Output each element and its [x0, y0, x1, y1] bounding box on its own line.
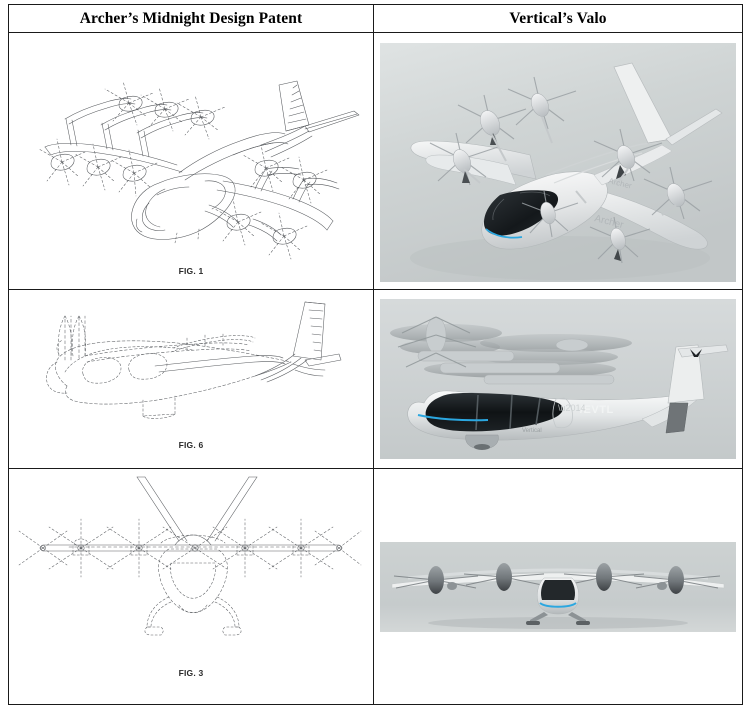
cell-archer-fig1: FIG. 1: [8, 32, 374, 290]
photo-container-perspective: Archer Archer: [374, 33, 742, 289]
table-row: FIG. 3: [8, 468, 743, 705]
cell-archer-fig6: FIG. 6: [8, 289, 374, 469]
column-header-archer: Archer’s Midnight Design Patent: [8, 4, 374, 33]
figure-label-fig1: FIG. 1: [178, 266, 204, 276]
table-row: FIG. 1: [8, 32, 743, 290]
livery-vertical-text: Vertical: [522, 428, 542, 434]
photo-container-front: [374, 469, 742, 704]
cell-vertical-photo3: [373, 468, 743, 705]
photo-valo-side: /EVTL \u2014 Vertical: [380, 299, 736, 459]
photo-valo-perspective: Archer Archer: [380, 42, 736, 282]
figure-label-fig6: FIG. 6: [178, 440, 204, 450]
photo-container-side: /EVTL \u2014 Vertical: [374, 290, 742, 468]
patent-perspective-svg: [38, 80, 360, 260]
cell-vertical-photo2: /EVTL \u2014 Vertical: [373, 289, 743, 469]
patent-drawing-fig1: FIG. 1: [9, 33, 373, 289]
cell-vertical-photo1: Archer Archer: [373, 32, 743, 290]
patent-front-svg: [18, 476, 362, 636]
valo-side-render: /EVTL \u2014 Vertical: [380, 299, 736, 459]
cell-archer-fig3: FIG. 3: [8, 468, 374, 705]
patent-side-svg: [46, 301, 342, 419]
comparison-table: Archer’s Midnight Design Patent Vertical…: [8, 4, 743, 705]
figure-label-fig3: FIG. 3: [178, 668, 204, 678]
column-header-vertical: Vertical’s Valo: [373, 4, 743, 33]
photo-valo-front: [380, 541, 736, 632]
table-body: FIG. 1: [8, 32, 743, 705]
table-row: FIG. 6: [8, 289, 743, 469]
valo-perspective-render: Archer Archer: [380, 42, 736, 282]
livery-evtl-text: /EVTL: [580, 404, 614, 416]
patent-drawing-fig3: FIG. 3: [9, 469, 373, 704]
valo-front-render: [380, 541, 736, 632]
patent-drawing-fig6: FIG. 6: [9, 290, 373, 468]
table-header-row: Archer’s Midnight Design Patent Vertical…: [8, 4, 743, 33]
table-header: Archer’s Midnight Design Patent Vertical…: [8, 4, 743, 33]
svg-text:\u2014: \u2014: [558, 403, 586, 413]
